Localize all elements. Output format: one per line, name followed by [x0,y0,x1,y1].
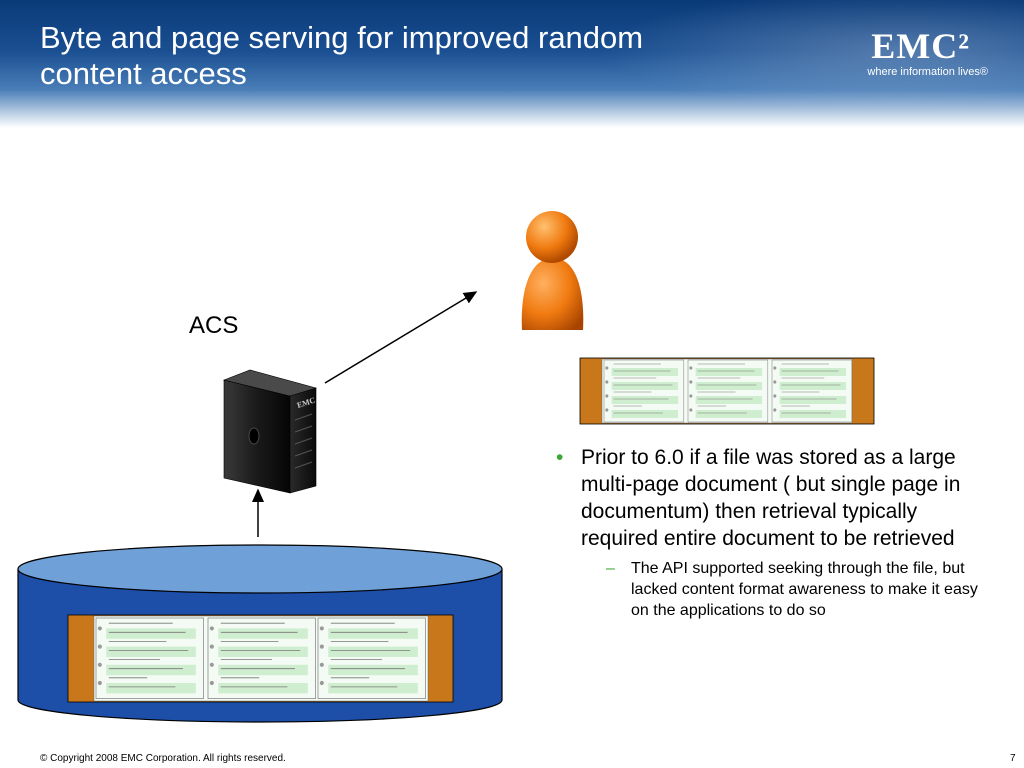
user-person-icon [521,211,584,330]
logo-tagline: where information lives® [867,66,988,78]
bullet-main: • Prior to 6.0 if a file was stored as a… [556,444,986,552]
acs-server: EMC [222,369,318,494]
logo-mark: EMC² [871,26,970,66]
bullet-sub: – The API supported seeking through the … [556,558,986,621]
slide-title: Byte and page serving for improved rando… [40,20,644,91]
bullet-sub-text: The API supported seeking through the fi… [631,560,978,619]
bullet-list: • Prior to 6.0 if a file was stored as a… [556,444,986,621]
bullet-main-text: Prior to 6.0 if a file was stored as a l… [581,446,961,550]
bullet-dot-icon: • [556,446,564,469]
document-paper-small [579,357,875,425]
bullet-dash-icon: – [606,560,615,577]
emc-logo: EMC² where information lives® [858,26,988,78]
page-number: 7 [1010,753,1016,764]
document-paper-large [67,614,454,703]
slide-header [0,0,1024,128]
arrow-server-to-user [324,291,478,384]
acs-label: ACS [189,312,239,339]
copyright-footer: © Copyright 2008 EMC Corporation. All ri… [40,753,286,764]
